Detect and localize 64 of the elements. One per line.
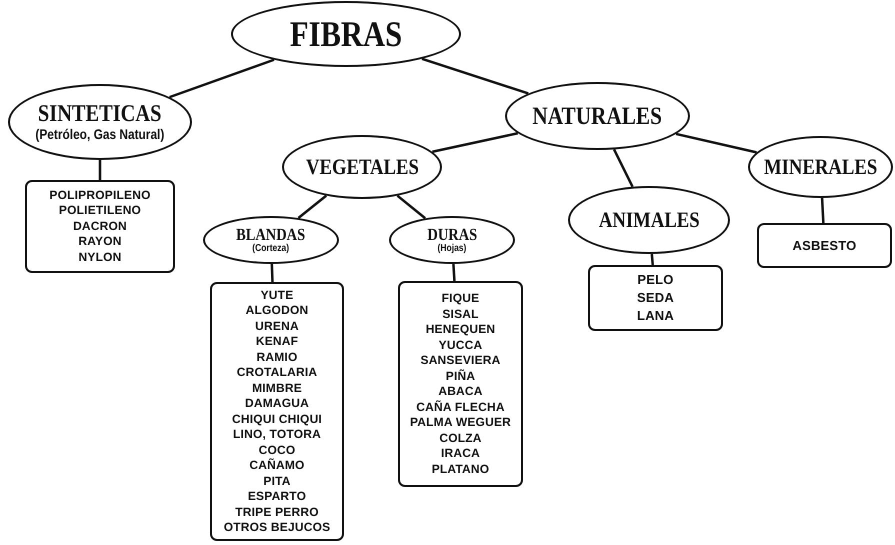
category-note: (Hojas) bbox=[438, 242, 466, 254]
fiber-list-box bbox=[25, 180, 175, 273]
category-label: VEGETALES bbox=[306, 156, 418, 178]
connector-line bbox=[98, 160, 102, 180]
fiber-name: COLZA bbox=[439, 430, 482, 446]
fiber-list-box bbox=[398, 281, 523, 487]
fiber-name: CAÑAMO bbox=[249, 458, 305, 474]
fiber-name: ASBESTO bbox=[792, 236, 856, 254]
category-note: (Petróleo, Gas Natural) bbox=[36, 126, 164, 142]
fiber-list-box bbox=[588, 265, 723, 331]
fiber-name: POLIPROPILENO bbox=[49, 188, 151, 204]
fiber-name: LANA bbox=[637, 307, 674, 325]
connector-line bbox=[650, 254, 654, 266]
connector-line bbox=[169, 58, 274, 98]
fiber-list-box bbox=[757, 223, 892, 268]
fiber-name: ESPARTO bbox=[248, 489, 306, 504]
category-label: FIBRAS bbox=[290, 16, 402, 52]
category-label: BLANDAS bbox=[236, 226, 306, 243]
fiber-name: ABACA bbox=[438, 384, 483, 400]
category-label: MINERALES bbox=[764, 156, 878, 178]
fiber-name: HENEQUEN bbox=[426, 322, 496, 338]
fiber-list-box bbox=[210, 282, 344, 541]
connector-line bbox=[452, 264, 456, 282]
fiber-name: SANSEVIERA bbox=[420, 353, 501, 368]
fiber-name: COCO bbox=[258, 442, 296, 458]
fiber-name: OTROS BEJUCOS bbox=[224, 520, 330, 536]
fiber-name: DACRON bbox=[73, 218, 127, 234]
fiber-name: TRIPE PERRO bbox=[235, 504, 319, 520]
fiber-name: RAYON bbox=[78, 234, 122, 250]
fiber-name: POLIETILENO bbox=[58, 203, 142, 219]
fiber-name: IRACA bbox=[441, 446, 480, 462]
fiber-name: FIQUE bbox=[442, 291, 480, 306]
fiber-name: YUTE bbox=[260, 288, 294, 303]
fiber-name: CAÑA FLECHA bbox=[416, 400, 505, 415]
fiber-name: YUCCA bbox=[438, 338, 482, 353]
connector-line bbox=[820, 198, 825, 224]
fiber-name: LINO, TOTORA bbox=[233, 427, 321, 442]
fiber-name: CROTALARIA bbox=[236, 365, 318, 380]
connector-line bbox=[432, 132, 518, 153]
connector-line bbox=[298, 194, 328, 219]
fiber-name: NYLON bbox=[78, 250, 122, 266]
category-label: ANIMALES bbox=[598, 209, 700, 231]
fiber-name: CHIQUI CHIQUI bbox=[232, 412, 322, 427]
category-label: NATURALES bbox=[532, 104, 662, 128]
fiber-name: KENAF bbox=[256, 334, 298, 350]
connector-line bbox=[270, 264, 274, 282]
fiber-name: DAMAGUA bbox=[244, 396, 310, 412]
fiber-name: PALMA WEGUER bbox=[410, 415, 512, 430]
fiber-name: PITA bbox=[263, 474, 291, 489]
fiber-name: SEDA bbox=[637, 289, 674, 307]
fiber-name: RAMIO bbox=[256, 350, 298, 365]
fiber-name: PLATANO bbox=[432, 462, 490, 477]
category-label: SINTETICAS bbox=[38, 102, 162, 126]
connector-line bbox=[676, 132, 757, 154]
fiber-name: URENA bbox=[255, 318, 299, 334]
fiber-name: ALGODON bbox=[246, 303, 308, 318]
connector-line bbox=[612, 148, 634, 188]
fiber-name: SISAL bbox=[442, 306, 479, 322]
fiber-name: MIMBRE bbox=[252, 380, 302, 396]
fiber-name: PELO bbox=[637, 271, 674, 289]
category-note: (Corteza) bbox=[252, 242, 290, 254]
category-label: DURAS bbox=[427, 226, 477, 243]
connector-line bbox=[422, 58, 529, 95]
fiber-name: PIÑA bbox=[446, 368, 476, 384]
